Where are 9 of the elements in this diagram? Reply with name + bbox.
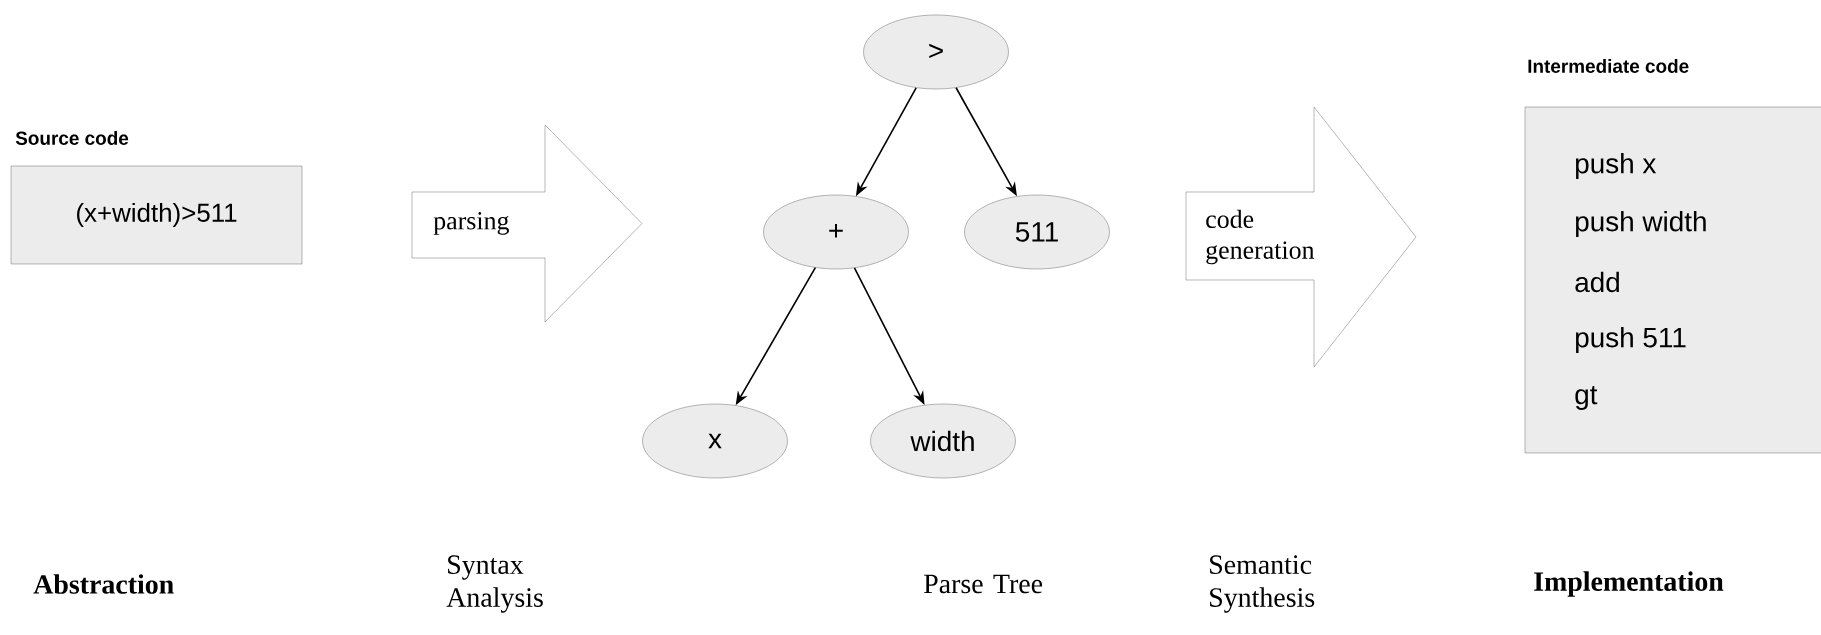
box-heading: Source code (15, 131, 129, 145)
stage-label: Syntax Analysis (446, 555, 543, 613)
stage-label: Implementation (1534, 571, 1724, 597)
code-box: push x push width add push 511 gt (1524, 106, 1821, 454)
stage-label: Semantic Synthesis (1210, 555, 1315, 613)
stage-label: Abstraction (33, 574, 174, 594)
stage-label: Parse Tree (924, 574, 1043, 594)
code-box: (x+width)>511 (10, 165, 303, 265)
box-heading: Intermediate code (1528, 59, 1689, 73)
